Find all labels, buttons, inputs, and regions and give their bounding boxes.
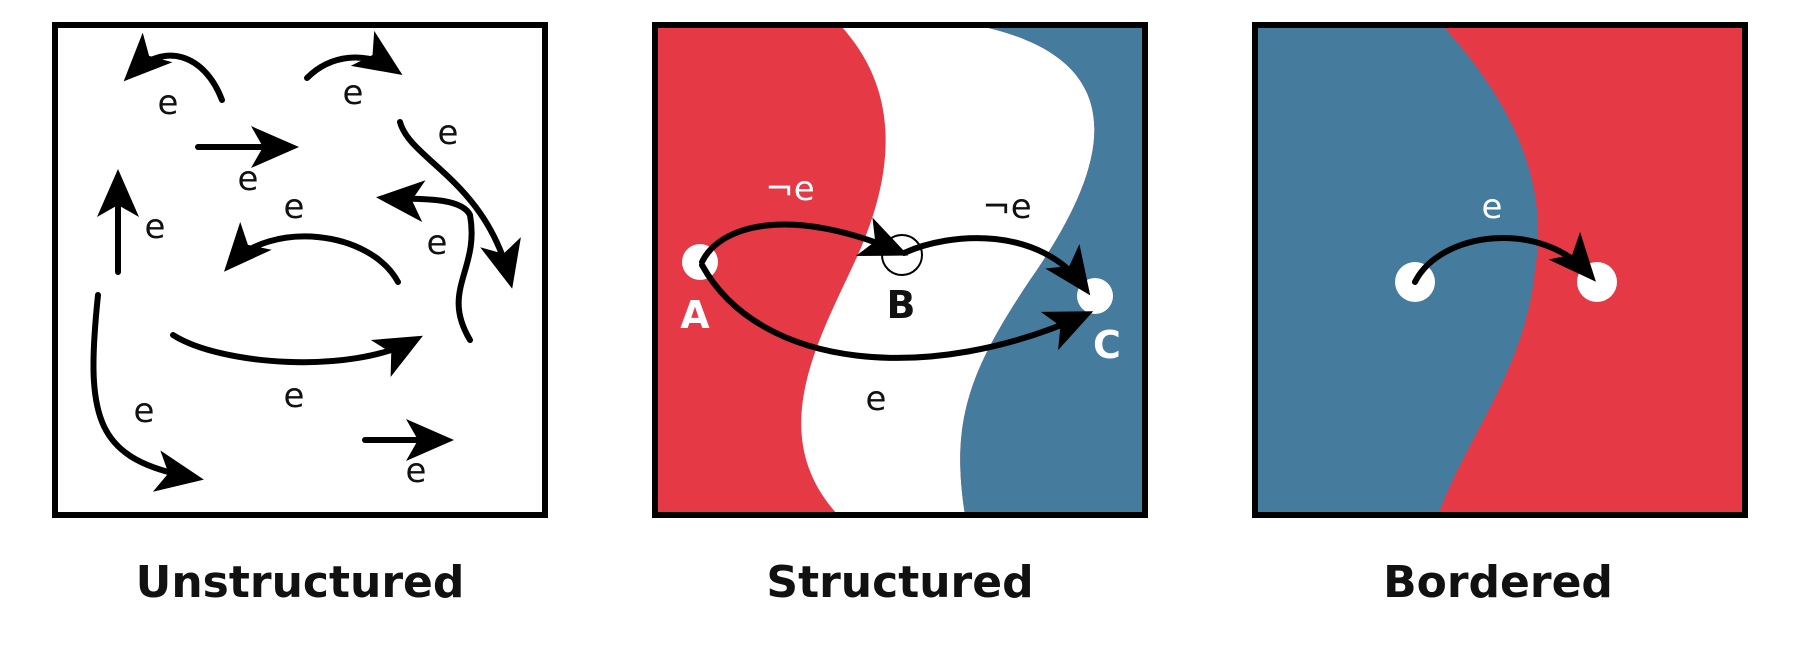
edge-label-u6: e <box>145 207 166 247</box>
edge-label-a-to-b: ¬e <box>765 169 814 209</box>
edge-label-u8: e <box>284 376 305 416</box>
arrow-a-to-b <box>699 217 909 265</box>
edge-label-u7: e <box>427 223 448 263</box>
edge-label-u1: e <box>158 83 179 123</box>
region-blue-left <box>1255 25 1539 515</box>
arrow-unstructured-7 <box>224 221 401 285</box>
edge-label-u2: e <box>343 73 364 113</box>
caption-structured: Structured <box>766 557 1033 608</box>
unstructured-frame <box>52 22 548 518</box>
caption-unstructured: Unstructured <box>136 557 465 608</box>
edge-label-u4: e <box>238 159 259 199</box>
arrow-unstructured-6 <box>376 180 475 343</box>
node-label-c: C <box>1093 323 1121 367</box>
panel-structured: ¬e ¬e e A B C Structured <box>652 22 1148 608</box>
bordered-frame <box>1252 22 1748 518</box>
arrow-unstructured-9 <box>90 292 204 492</box>
edge-label-u9: e <box>134 391 155 431</box>
panel-unstructured: e e e e e e e e e e Unstructured <box>52 22 548 608</box>
arrow-unstructured-8 <box>170 332 423 377</box>
node-label-a: A <box>680 293 710 337</box>
arrow-unstructured-4 <box>397 119 521 289</box>
structured-frame <box>652 22 1148 518</box>
arrow-bordered <box>1412 231 1596 285</box>
region-white <box>801 25 1095 515</box>
edge-label-bordered: e <box>1482 187 1503 227</box>
node-label-b: B <box>887 283 916 327</box>
edge-label-a-to-c: e <box>866 379 887 419</box>
arrow-a-to-c <box>699 262 1094 361</box>
edge-label-u5: e <box>284 187 305 227</box>
arrow-b-to-c <box>901 235 1091 296</box>
caption-bordered: Bordered <box>1383 557 1613 608</box>
arrow-unstructured-2 <box>304 30 403 81</box>
edge-label-u3: e <box>438 113 459 153</box>
edge-label-u10: e <box>406 451 427 491</box>
panel-bordered: e Bordered <box>1252 22 1748 608</box>
edge-label-b-to-c: ¬e <box>982 187 1031 227</box>
arrow-unstructured-1 <box>123 32 225 103</box>
